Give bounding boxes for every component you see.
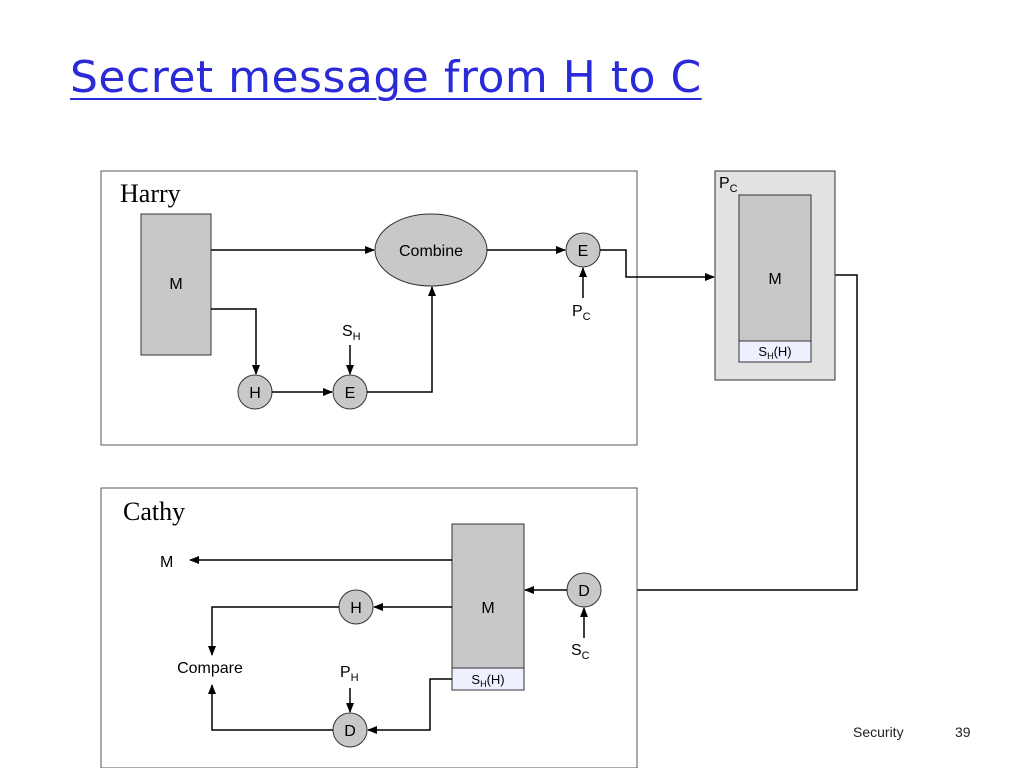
harry-message-box (140, 213, 212, 356)
harry-encrypt-secret-label: E (345, 385, 356, 402)
packet-signature-label: SH(H) (758, 344, 791, 361)
arrow-hash-to-compare (208, 606, 339, 656)
cathy-message-label: M (481, 600, 494, 617)
arrow-packet-to-cathy (601, 274, 858, 594)
arrow-decrypt-to-compare (208, 684, 333, 731)
arrow-message-to-hash (211, 308, 260, 375)
harry-hash-label: H (249, 385, 261, 402)
arrow-harry-to-packet (600, 249, 715, 281)
packet-label: PC (719, 175, 738, 195)
cathy-secret-key-label: SC (571, 642, 590, 662)
harry-message-label: M (169, 276, 182, 293)
cathy-panel (100, 487, 638, 768)
cathy-label: Cathy (123, 497, 185, 526)
packet-message-box (738, 194, 812, 342)
harry-public-key-label: PC (572, 303, 591, 323)
cathy-message-box (451, 523, 525, 669)
harry-secret-key-label: SH (342, 323, 361, 343)
harry-label: Harry (120, 179, 181, 208)
cathy-decrypt-public-label: D (344, 723, 356, 740)
page-number: 39 (955, 724, 971, 740)
cathy-hash-label: H (350, 600, 362, 617)
slide-title: Secret message from H to C (70, 52, 702, 103)
harry-encrypt-public-label: E (578, 243, 589, 260)
cathy-decrypt-secret-label: D (578, 583, 590, 600)
cathy-public-key-label: PH (340, 664, 359, 684)
packet-signature-box (738, 340, 812, 363)
footer-label: Security (853, 724, 904, 740)
combine-label: Combine (399, 243, 463, 260)
arrow-signature-to-decrypt (367, 678, 452, 734)
packet-message-label: M (768, 271, 781, 288)
arrow-encrypt-to-combine (367, 286, 436, 393)
compare-label: Compare (177, 660, 243, 677)
cathy-signature-label: SH(H) (471, 672, 504, 689)
cathy-output-label: M (160, 554, 173, 571)
